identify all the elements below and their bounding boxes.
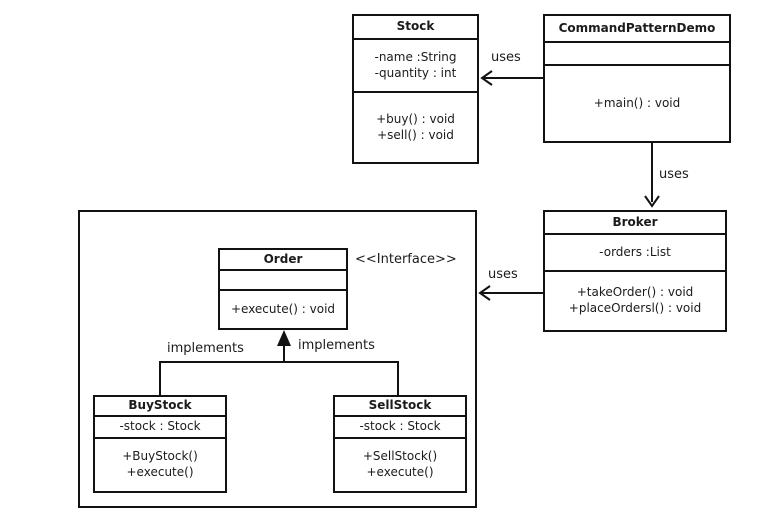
label-implements-buystock: implements <box>167 341 244 356</box>
method: +SellStock() <box>362 449 438 464</box>
class-box-commandpatterndemo: CommandPatternDemo +main() : void <box>543 14 731 143</box>
label-uses-demo-broker: uses <box>659 167 689 182</box>
class-title: CommandPatternDemo <box>545 16 729 43</box>
class-attributes <box>545 43 729 66</box>
method: +sell() : void <box>377 127 454 142</box>
class-title: SellStock <box>335 397 465 417</box>
method: +execute() <box>366 465 434 479</box>
interface-stereotype-label: <<Interface>> <box>355 252 457 267</box>
class-box-stock: Stock -name :String -quantity : int +buy… <box>352 14 479 164</box>
class-title: Order <box>220 250 346 271</box>
class-methods: +buy() : void +sell() : void <box>354 93 477 162</box>
method: +main() : void <box>593 95 681 110</box>
method: +BuyStock() <box>122 449 198 464</box>
class-attributes: -orders :List <box>545 235 725 272</box>
class-methods: +SellStock() +execute() <box>335 439 465 491</box>
attribute: -quantity : int <box>374 65 457 80</box>
class-attributes: -stock : Stock <box>95 417 225 439</box>
class-title: BuyStock <box>95 397 225 417</box>
class-methods: +BuyStock() +execute() <box>95 439 225 491</box>
method: +execute() <box>126 465 194 479</box>
class-attributes: -stock : Stock <box>335 417 465 439</box>
attribute: -stock : Stock <box>119 419 201 434</box>
attribute: -name :String <box>374 49 457 64</box>
class-attributes <box>220 271 346 291</box>
class-title: Stock <box>354 16 477 40</box>
command-group-box <box>78 210 477 508</box>
method: +placeOrdersl() : void <box>568 301 702 315</box>
attribute: -orders :List <box>599 244 671 259</box>
method: +buy() : void <box>376 111 455 126</box>
method: +execute() : void <box>230 301 336 316</box>
class-box-buystock: BuyStock -stock : Stock +BuyStock() +exe… <box>93 395 227 493</box>
class-box-broker: Broker -orders :List +takeOrder() : void… <box>543 210 727 332</box>
class-title: Broker <box>545 212 725 235</box>
method: +takeOrder() : void <box>576 285 694 300</box>
class-methods: +takeOrder() : void +placeOrdersl() : vo… <box>545 272 725 330</box>
label-uses-demo-stock: uses <box>491 50 521 65</box>
label-uses-broker-group: uses <box>488 267 518 282</box>
attribute: -stock : Stock <box>359 419 441 434</box>
label-implements-sellstock: implements <box>298 338 375 353</box>
class-methods: +execute() : void <box>220 291 346 328</box>
class-attributes: -name :String -quantity : int <box>354 40 477 93</box>
class-box-sellstock: SellStock -stock : Stock +SellStock() +e… <box>333 395 467 493</box>
class-methods: +main() : void <box>545 66 729 141</box>
class-box-order: Order +execute() : void <box>218 248 348 330</box>
